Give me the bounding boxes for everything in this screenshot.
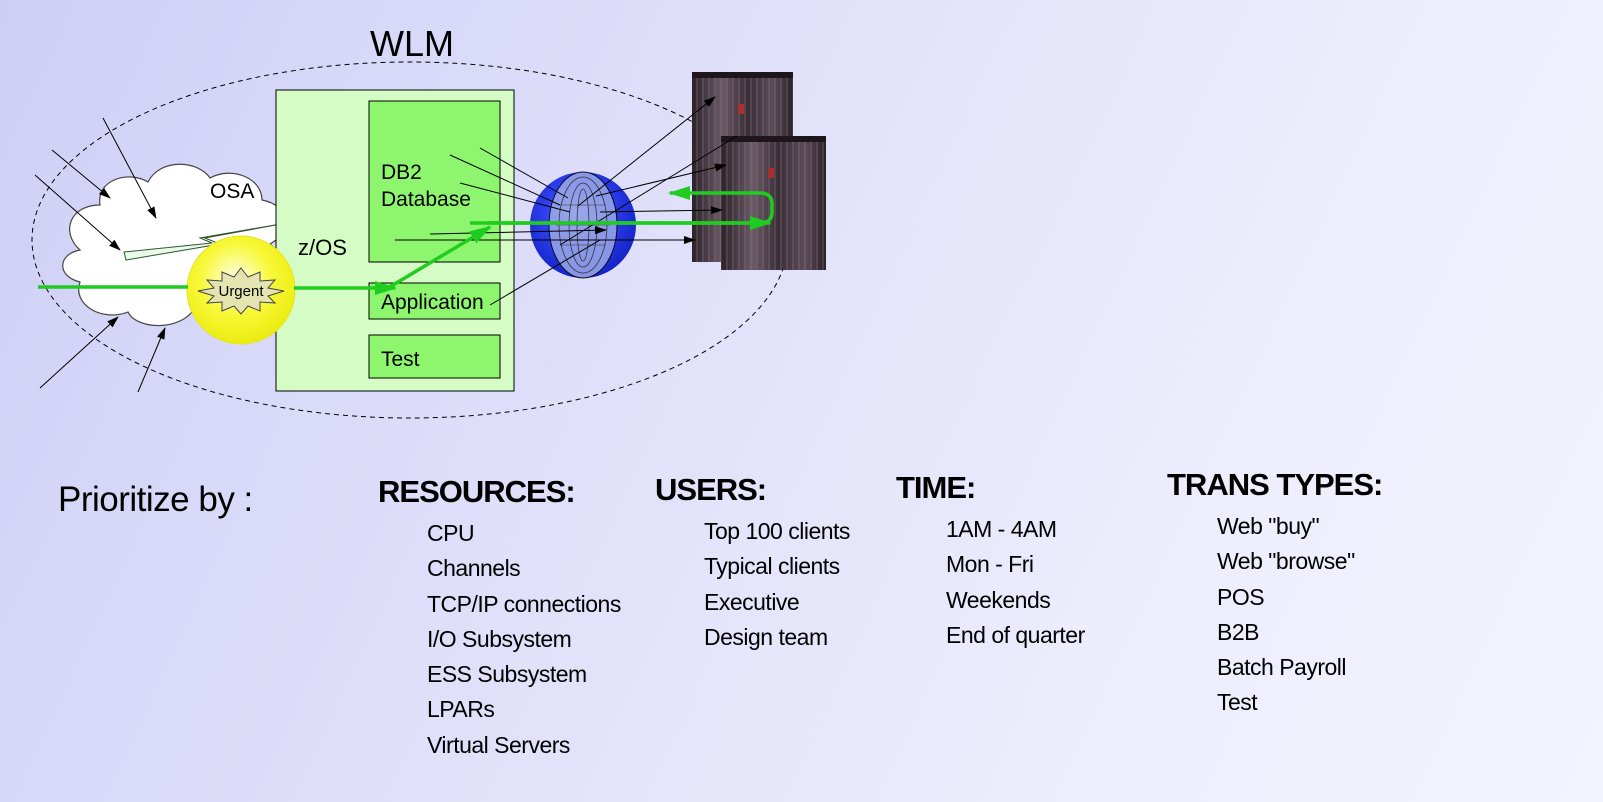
list-item: Batch Payroll — [1217, 654, 1347, 681]
db2-label-line1: DB2 — [381, 161, 422, 184]
list-item: CPU — [427, 520, 475, 546]
wlm-label: WLM — [370, 23, 454, 64]
list-item: I/O Subsystem — [427, 625, 572, 652]
prioritize-by-label: Prioritize by : — [58, 480, 253, 519]
trans-types-heading: TRANS TYPES: — [1167, 467, 1383, 502]
list-item: Executive — [704, 588, 800, 615]
list-item: TCP/IP connections — [427, 590, 621, 617]
list-item: LPARs — [427, 696, 495, 723]
incoming-request-arrows — [34, 117, 166, 393]
test-label: Test — [381, 348, 420, 371]
list-item: Weekends — [946, 586, 1051, 613]
db2-label-line2: Database — [381, 188, 471, 211]
list-item: 1AM - 4AM — [946, 516, 1057, 542]
users-list: Top 100 clients Typical clients Executiv… — [704, 514, 850, 655]
starburst-icon — [197, 267, 285, 315]
application-label: Application — [381, 291, 484, 314]
list-item: Web "browse" — [1217, 548, 1355, 575]
urgent-label: Urgent — [218, 283, 264, 300]
list-item: End of quarter — [946, 621, 1085, 648]
time-list: 1AM - 4AM Mon - Fri Weekends End of quar… — [946, 512, 1085, 653]
list-item: Test — [1217, 689, 1258, 716]
zos-label: z/OS — [298, 235, 347, 260]
lightning-icon — [123, 221, 293, 261]
list-item: Virtual Servers — [427, 731, 570, 758]
trans-types-list: Web "buy" Web "browse" POS B2B Batch Pay… — [1217, 509, 1355, 721]
test-box — [368, 334, 501, 379]
users-heading: USERS: — [655, 472, 767, 507]
list-item: POS — [1217, 583, 1265, 610]
osa-label: OSA — [210, 180, 254, 203]
list-item: ESS Subsystem — [427, 661, 587, 688]
list-item: Design team — [704, 623, 828, 650]
wlm-router-sphere — [530, 171, 636, 279]
urgent-priority-badge: Urgent — [186, 235, 296, 345]
resources-list: CPU Channels TCP/IP connections I/O Subs… — [427, 516, 621, 763]
list-item: B2B — [1217, 618, 1259, 645]
mainframe-server-front — [721, 136, 826, 270]
list-item: Typical clients — [704, 553, 840, 580]
connection-lines — [395, 96, 738, 306]
list-item: Web "buy" — [1217, 513, 1320, 539]
list-item: Top 100 clients — [704, 518, 850, 544]
resources-heading: RESOURCES: — [378, 474, 576, 509]
list-item: Mon - Fri — [946, 551, 1034, 578]
list-item: Channels — [427, 555, 521, 582]
time-heading: TIME: — [896, 470, 976, 505]
urgent-transaction-flow — [38, 186, 774, 295]
